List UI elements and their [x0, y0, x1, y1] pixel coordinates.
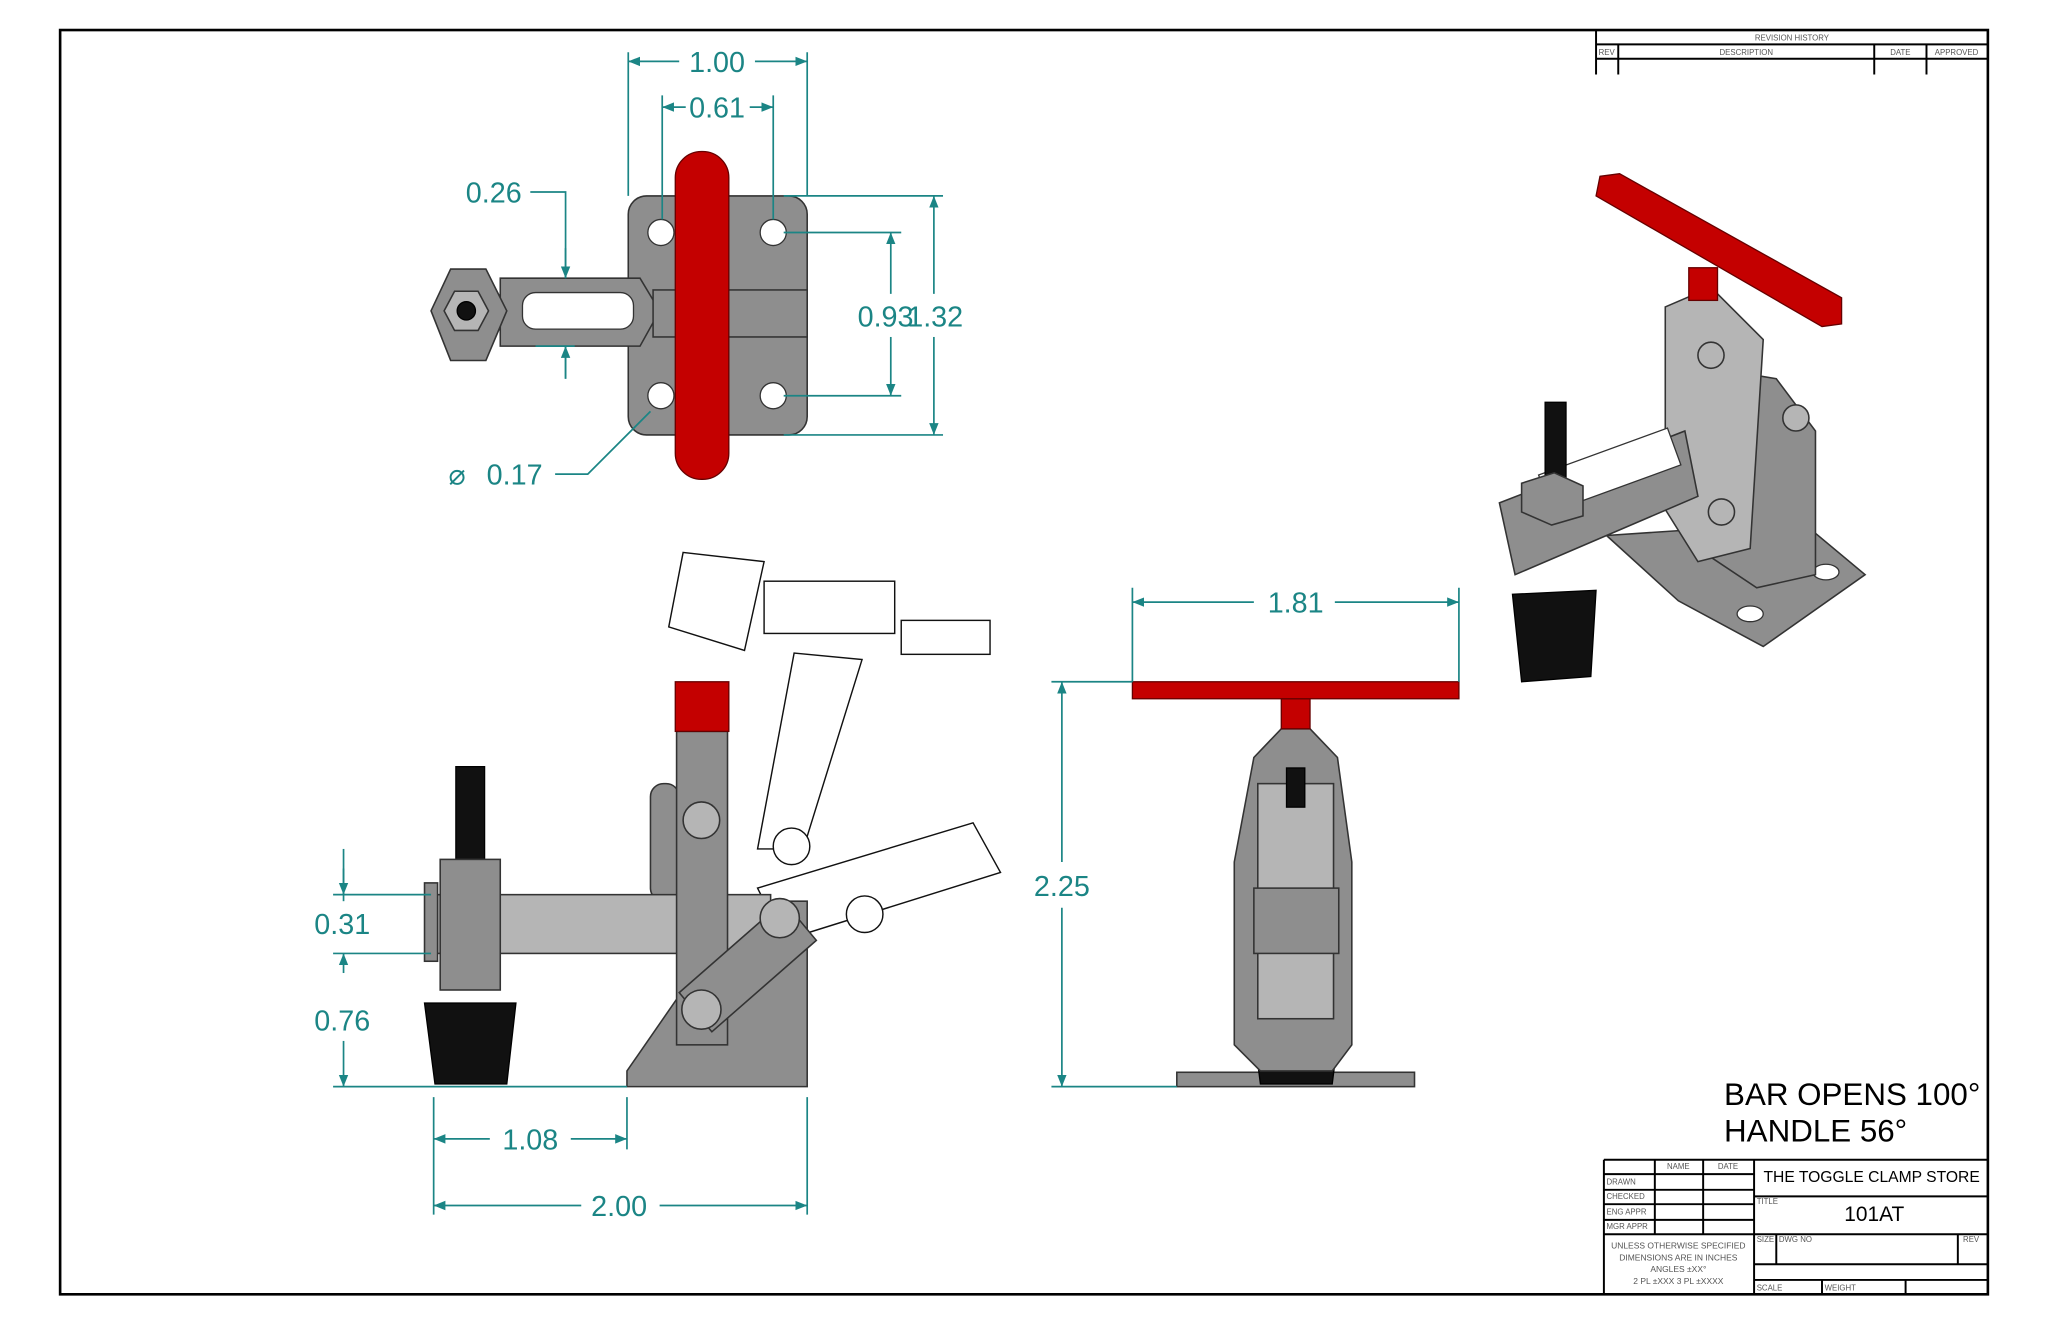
drawn-row: DRAWN: [1607, 1178, 1637, 1187]
dim-top-width: 1.00: [689, 47, 745, 79]
title-block: NAME DATE DRAWN CHECKED ENG APPR MGR APP…: [1602, 1158, 1988, 1295]
approved-column: APPROVED: [1935, 48, 1979, 57]
checked-row: CHECKED: [1607, 1192, 1646, 1201]
dim-base-height: 1.32: [907, 302, 963, 334]
dim-hole-spacing-x: 0.61: [689, 93, 745, 125]
date-column: DATE: [1718, 1162, 1738, 1171]
tolerance-line: 2 PL ±XXX 3 PL ±XXXX: [1633, 1276, 1723, 1286]
sheet-border: [58, 28, 1990, 1296]
dwg-no-label: DWG NO: [1779, 1235, 1812, 1244]
isometric-view: [1498, 173, 1867, 683]
rev-label: REV: [1963, 1235, 1980, 1244]
dim-nut-height: 0.31: [314, 909, 370, 941]
revision-history-table: REVISION HISTORY REV DESCRIPTION DATE AP…: [1595, 30, 1988, 75]
dimension-labels: 1.00 0.61 0.26 0.93 1.32 ⌀ 0.17 1.81 2.2…: [314, 47, 1323, 1223]
front-view: [423, 551, 1002, 1088]
revision-history-title: REVISION HISTORY: [1755, 33, 1830, 42]
dim-hole-diameter: 0.17: [487, 460, 543, 492]
weight-label: WEIGHT: [1825, 1283, 1857, 1292]
scale-label: SCALE: [1757, 1283, 1783, 1292]
dim-overall-length: 2.00: [591, 1191, 647, 1223]
open-position-outline: [667, 551, 1002, 942]
side-view: [1131, 681, 1460, 1088]
dim-handle-width: 1.81: [1268, 588, 1324, 620]
dim-arm-slot: 0.26: [466, 177, 522, 209]
name-column: NAME: [1667, 1162, 1690, 1171]
note-handle: HANDLE 56°: [1724, 1113, 1907, 1148]
tolerance-line: UNLESS OTHERWISE SPECIFIED: [1611, 1241, 1745, 1251]
date-column: DATE: [1890, 48, 1910, 57]
size-label: SIZE: [1757, 1235, 1774, 1244]
note-bar-opens: BAR OPENS 100°: [1724, 1077, 1980, 1112]
top-view: [430, 150, 808, 480]
tolerance-line: DIMENSIONS ARE IN INCHES: [1619, 1252, 1737, 1262]
tolerance-line: ANGLES ±XX°: [1650, 1264, 1706, 1274]
dim-spindle-height: 0.76: [314, 1005, 370, 1037]
title-label: TITLE: [1757, 1197, 1778, 1206]
diameter-symbol: ⌀: [449, 460, 466, 492]
description-column: DESCRIPTION: [1720, 48, 1774, 57]
company-name: THE TOGGLE CLAMP STORE: [1763, 1169, 1979, 1186]
dimension-lines: [333, 52, 1460, 1215]
dim-reach: 1.08: [502, 1124, 558, 1156]
dim-overall-height: 2.25: [1034, 871, 1090, 903]
dim-hole-spacing-y: 0.93: [858, 302, 914, 334]
eng-appr-row: ENG APPR: [1607, 1208, 1647, 1217]
mgr-appr-row: MGR APPR: [1607, 1222, 1649, 1231]
drawing-title: 101AT: [1844, 1203, 1904, 1226]
rev-column: REV: [1599, 48, 1616, 57]
